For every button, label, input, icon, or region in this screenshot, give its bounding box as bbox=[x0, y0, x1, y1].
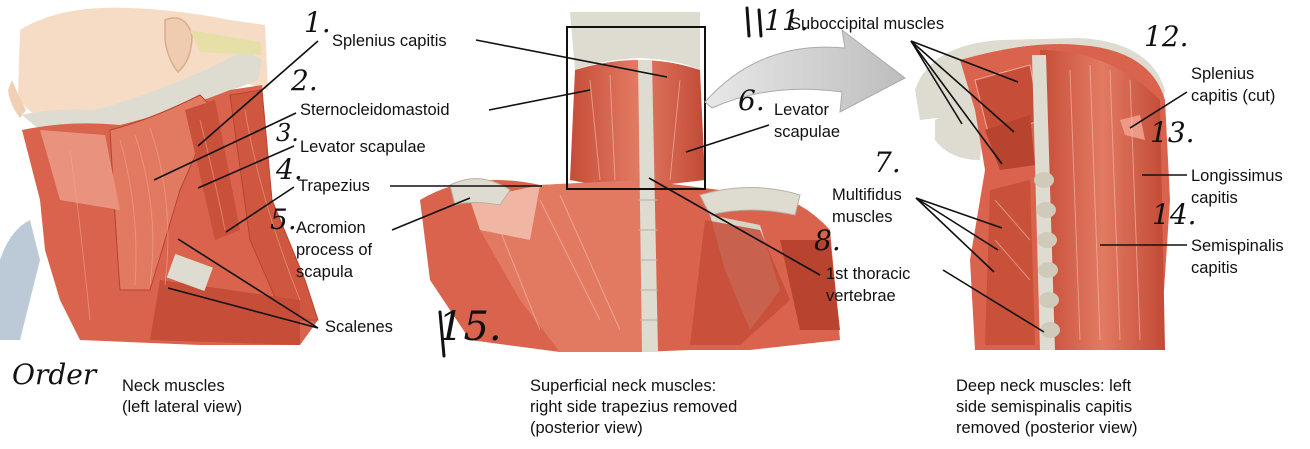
label-multifidus-line1: Multifidus bbox=[832, 186, 902, 204]
label-splenius-cut-line1: Splenius bbox=[1191, 65, 1255, 83]
label-suboccipital: Suboccipital muscles bbox=[790, 15, 945, 33]
lateral-view-illustration bbox=[0, 7, 319, 345]
label-acromion-line2: process of bbox=[296, 241, 373, 259]
caption-deep-line1: Deep neck muscles: left bbox=[956, 377, 1132, 395]
deep-view-illustration bbox=[915, 38, 1170, 350]
hw-number-1: 1. bbox=[304, 6, 331, 39]
label-acromion-line1: Acromion bbox=[296, 219, 366, 237]
hw-number-5: 5. bbox=[270, 203, 297, 236]
hw-number-14: 14. bbox=[1152, 198, 1197, 231]
hw-number-12: 12. bbox=[1144, 20, 1189, 53]
mandible bbox=[22, 50, 262, 132]
label-trapezius: Trapezius bbox=[298, 177, 370, 195]
hw-number-13: 13. bbox=[1150, 116, 1195, 149]
zoom-arrow bbox=[704, 28, 906, 113]
label-scalenes: Scalenes bbox=[325, 318, 393, 336]
hw-number-2: 2. bbox=[291, 64, 318, 97]
hw-order: Order bbox=[12, 358, 97, 391]
hw-number-11: 11. bbox=[764, 4, 809, 37]
ear bbox=[164, 17, 193, 74]
caption-deep-line3: removed (posterior view) bbox=[956, 419, 1138, 437]
inset-box bbox=[566, 26, 706, 190]
caption-superficial-line2: right side trapezius removed bbox=[530, 398, 738, 416]
handwritten-strokes bbox=[438, 6, 763, 358]
superficial-view-illustration bbox=[420, 12, 840, 352]
spine bbox=[638, 60, 658, 352]
hw-number-6: 6. bbox=[738, 84, 765, 117]
label-levator-scapulae-left: Levator scapulae bbox=[300, 138, 426, 156]
label-semispinalis-line1: Semispinalis bbox=[1191, 237, 1284, 255]
hw-number-8: 8. bbox=[814, 224, 841, 257]
label-multifidus-line2: muscles bbox=[832, 208, 893, 226]
hw-number-7: 7. bbox=[874, 146, 901, 179]
leader-lines bbox=[153, 39, 1188, 333]
label-sternocleidomastoid: Sternocleidomastoid bbox=[300, 101, 450, 119]
hw-number-3: 3. bbox=[276, 119, 299, 147]
label-splenius-cut-line2: capitis (cut) bbox=[1191, 87, 1276, 105]
label-levator-line2: scapulae bbox=[774, 123, 841, 141]
caption-lateral-line1: Neck muscles bbox=[122, 377, 225, 395]
label-semispinalis-line2: capitis bbox=[1191, 259, 1238, 277]
caption-lateral-line2: (left lateral view) bbox=[122, 398, 243, 416]
label-longissimus-line2: capitis bbox=[1191, 189, 1238, 207]
label-splenius-capitis: Splenius capitis bbox=[332, 32, 447, 50]
caption-deep-line2: side semispinalis capitis bbox=[956, 398, 1133, 416]
hw-number-15: 15. bbox=[438, 304, 502, 350]
label-longissimus-line1: Longissimus bbox=[1191, 167, 1283, 185]
label-thoracic-line1: 1st thoracic bbox=[826, 265, 911, 283]
label-thoracic-line2: vertebrae bbox=[826, 287, 896, 305]
hw-number-4: 4. bbox=[276, 153, 303, 186]
label-levator-line1: Levator bbox=[774, 101, 830, 119]
caption-superficial-line1: Superficial neck muscles: bbox=[530, 377, 717, 395]
caption-superficial-line3: (posterior view) bbox=[530, 419, 643, 437]
label-acromion-line3: scapula bbox=[296, 263, 353, 281]
